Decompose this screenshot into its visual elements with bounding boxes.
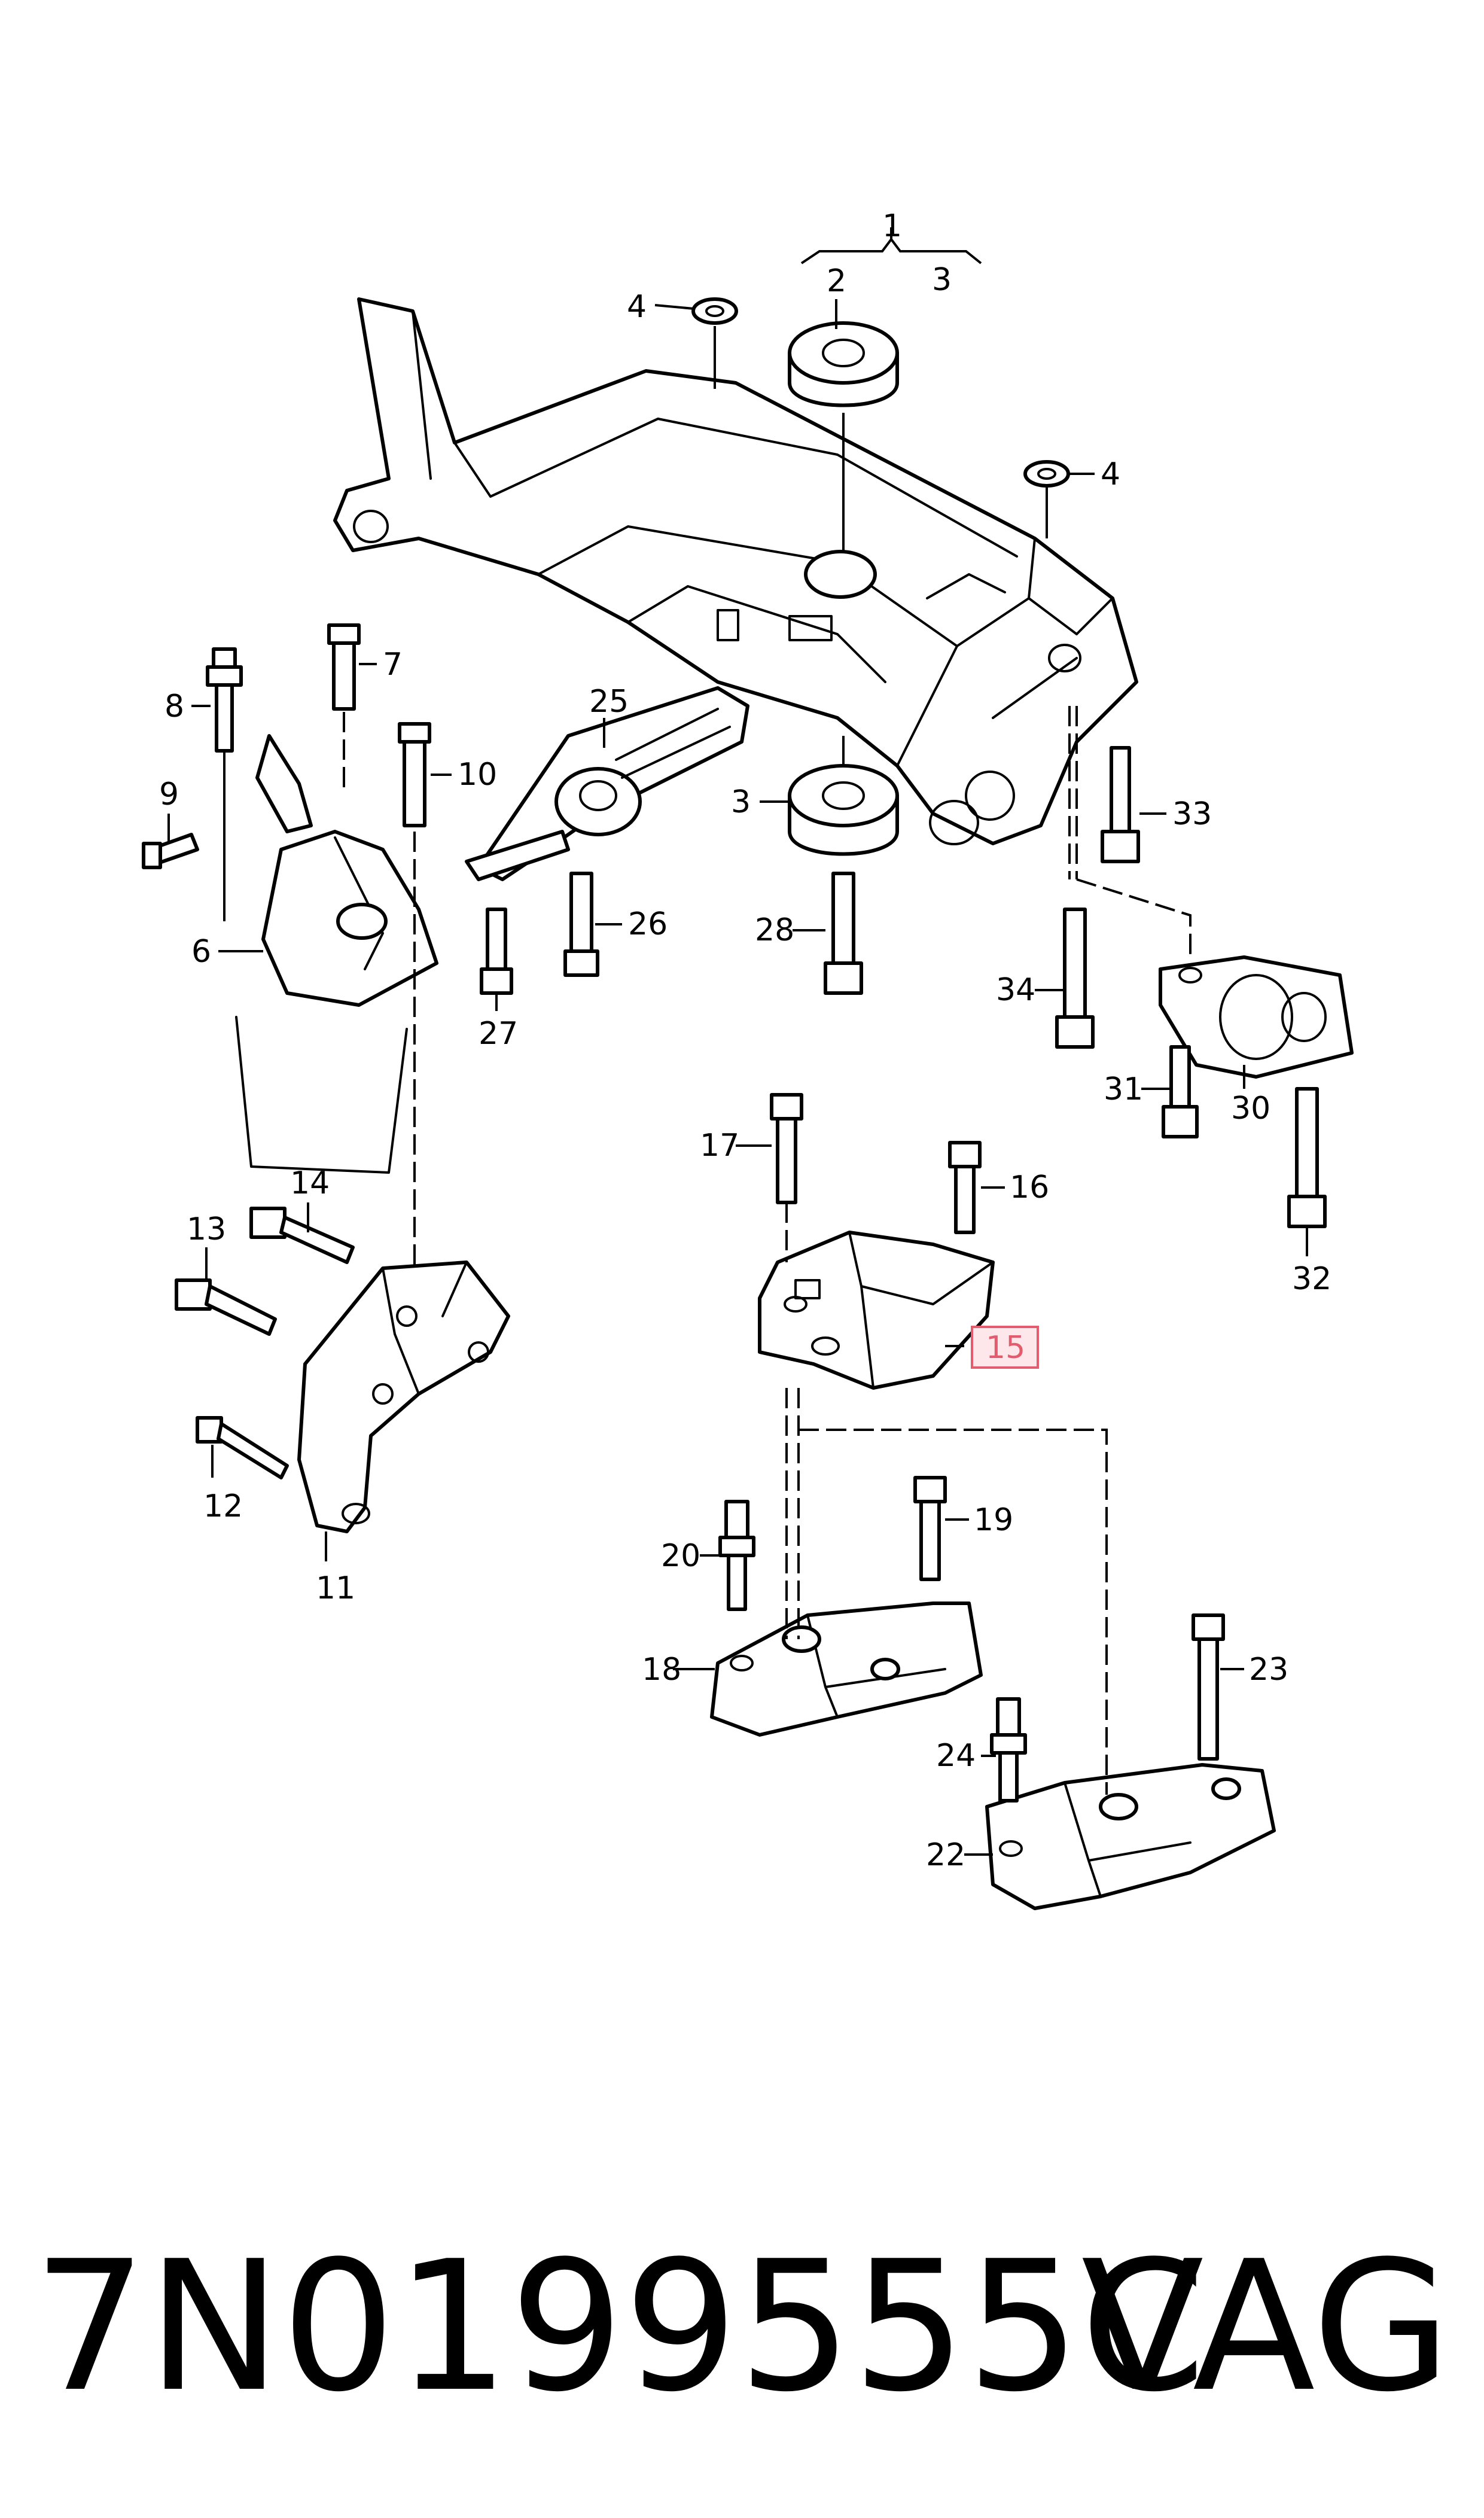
callout-15-highlighted: 15 <box>986 1330 1025 1366</box>
callout-7: 7 <box>383 647 403 683</box>
engine-mount <box>235 734 438 1174</box>
bracket-22 <box>985 1763 1276 1910</box>
callout-19: 19 <box>974 1502 1013 1538</box>
callout-2: 2 <box>827 263 846 299</box>
bracket-18 <box>710 1601 983 1737</box>
callout-16: 16 <box>1010 1170 1049 1205</box>
callout-3-upper: 3 <box>932 262 952 298</box>
callout-labels: 1 2 3 4 4 3 7 8 9 10 6 25 26 27 28 33 34… <box>159 208 1331 1873</box>
bolt-20 <box>718 1500 755 1611</box>
bolt-10 <box>398 722 431 827</box>
callout-31: 31 <box>1104 1071 1143 1107</box>
bolt-34 <box>1055 908 1095 1049</box>
bolt-14 <box>249 1207 355 1264</box>
bolt-19 <box>913 1476 947 1581</box>
bolt-31 <box>1162 1045 1199 1138</box>
callout-12: 12 <box>203 1488 243 1524</box>
callout-4-left: 4 <box>627 289 647 325</box>
callout-18: 18 <box>642 1652 681 1688</box>
bolt-16 <box>948 1141 982 1234</box>
callout-34: 34 <box>996 972 1035 1008</box>
callout-3-lower: 3 <box>731 784 751 820</box>
callout-17: 17 <box>700 1128 739 1164</box>
callout-33: 33 <box>1172 796 1212 832</box>
bolt-9 <box>142 833 199 869</box>
callout-26: 26 <box>628 906 668 942</box>
bolt-27 <box>480 908 513 995</box>
callout-6: 6 <box>191 934 211 970</box>
part-number-caption: 7N0199555C <box>33 2222 1206 2431</box>
torque-rod <box>465 686 749 881</box>
callout-10: 10 <box>458 757 497 793</box>
callout-27: 27 <box>479 1016 518 1052</box>
gearbox-mount <box>758 1231 995 1390</box>
rear-mount <box>1159 955 1354 1079</box>
bolt-8 <box>206 647 243 753</box>
bolt-28 <box>824 872 863 995</box>
callout-24: 24 <box>936 1738 976 1774</box>
callout-20: 20 <box>661 1538 700 1574</box>
bushing-upper <box>788 321 899 407</box>
highlight-box <box>971 1326 1039 1369</box>
bushing-lower <box>788 764 899 856</box>
brand-caption: VAG <box>1081 2222 1451 2431</box>
callout-22: 22 <box>926 1837 965 1873</box>
callout-9: 9 <box>159 777 179 812</box>
bolt-23 <box>1192 1613 1225 1761</box>
callout-32: 32 <box>1292 1261 1331 1297</box>
subframe <box>333 297 1138 845</box>
bolt-32 <box>1287 1087 1327 1228</box>
bracket <box>297 1260 510 1533</box>
bolt-26 <box>563 872 599 977</box>
washer-left <box>691 297 738 325</box>
callout-25: 25 <box>589 684 629 720</box>
callout-14: 14 <box>290 1165 330 1201</box>
callout-1: 1 <box>882 208 902 244</box>
callout-4-right: 4 <box>1101 456 1120 492</box>
bolt-33 <box>1101 746 1140 863</box>
bolt-24 <box>990 1697 1027 1803</box>
bolt-12 <box>196 1416 289 1479</box>
callout-23: 23 <box>1249 1652 1288 1688</box>
bolt-7 <box>327 623 361 711</box>
callout-13: 13 <box>187 1211 226 1247</box>
callout-30: 30 <box>1231 1091 1270 1126</box>
bolt-17 <box>770 1093 803 1204</box>
bolt-13 <box>175 1278 277 1336</box>
callout-28: 28 <box>755 912 794 948</box>
callout-8: 8 <box>164 689 184 724</box>
washer-right <box>1023 460 1070 488</box>
callout-11: 11 <box>316 1570 355 1606</box>
